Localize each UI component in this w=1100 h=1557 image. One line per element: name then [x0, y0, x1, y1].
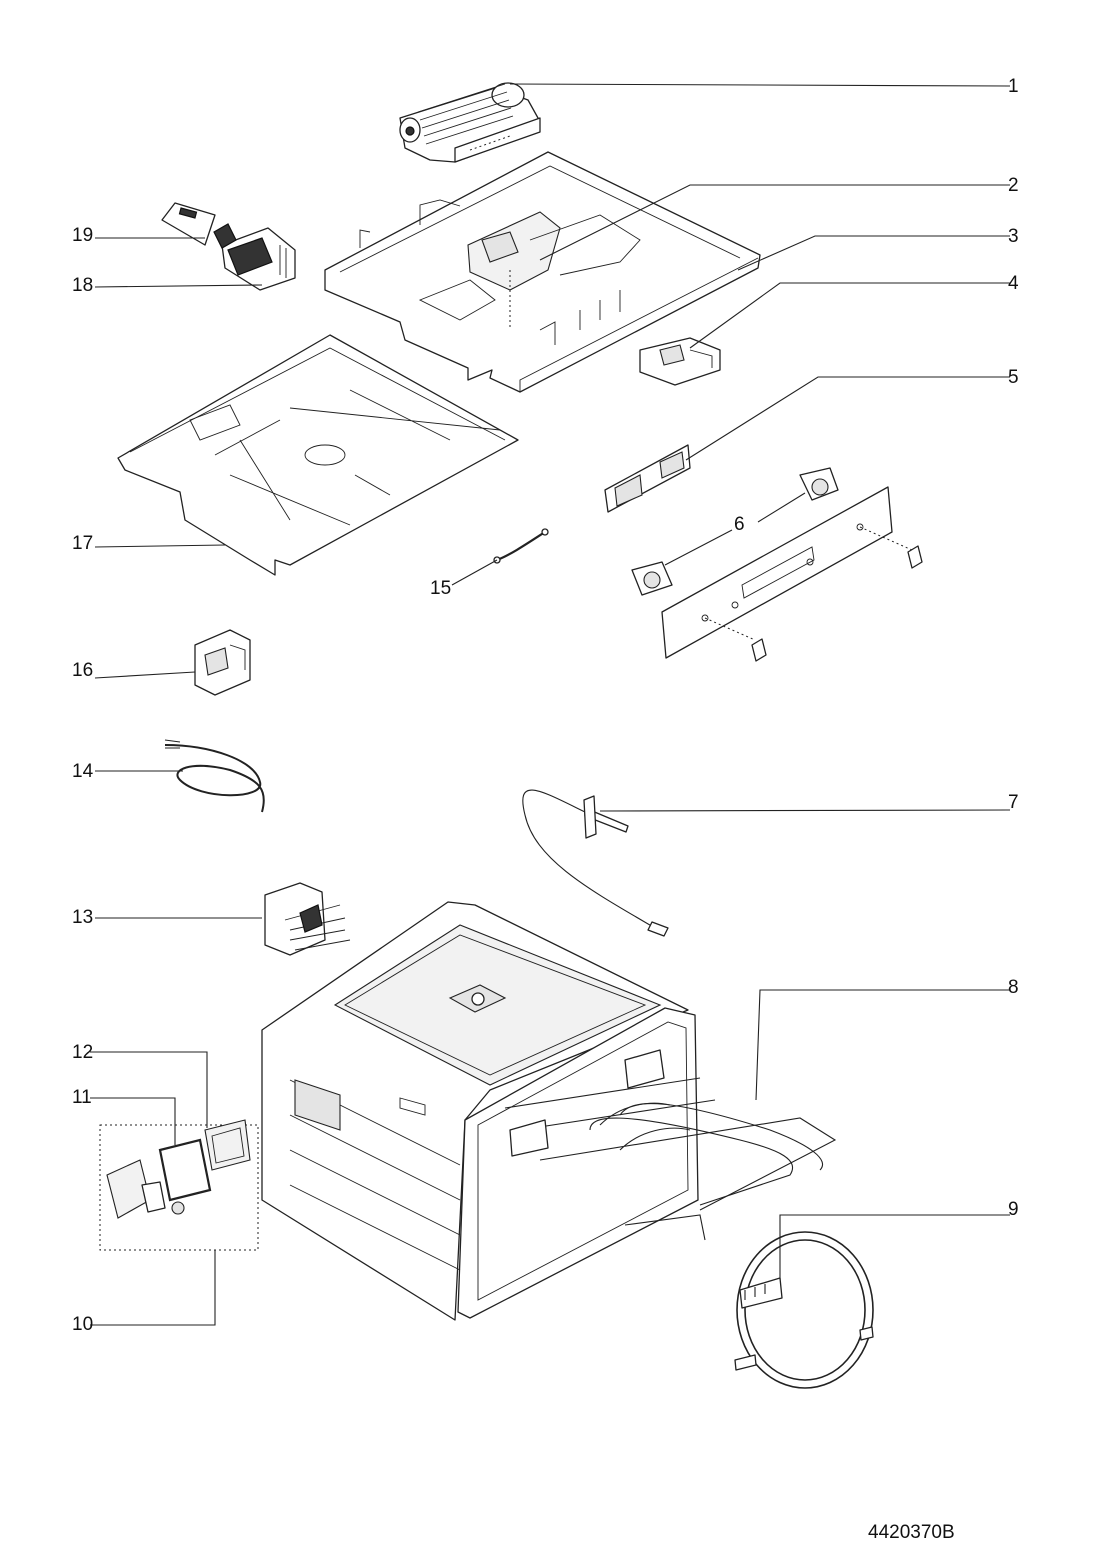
part-7-temperature-probe	[522, 789, 669, 937]
callout-17: 17	[72, 533, 93, 554]
callout-2: 2	[1008, 175, 1019, 196]
callout-12: 12	[72, 1042, 93, 1063]
part-4-connector-module	[639, 337, 721, 386]
callout-14: 14	[72, 761, 94, 782]
leader-6b	[757, 492, 806, 523]
part-18-switch	[221, 227, 296, 291]
callout-13: 13	[72, 907, 93, 928]
leader-2	[539, 184, 1010, 261]
callout-10: 10	[72, 1314, 93, 1335]
leader-10	[90, 1250, 216, 1326]
leader-15	[451, 559, 498, 586]
leader-7	[599, 809, 1011, 812]
leader-4	[689, 282, 1010, 349]
callout-numbers: 1 2 3 4 5 6 7 8 9 10 11 12 13 14 15 16 1…	[72, 76, 1019, 1335]
leader-16	[94, 671, 196, 679]
leader-5	[685, 376, 1010, 461]
part-2-3-control-frame	[324, 151, 761, 393]
callout-7: 7	[1008, 792, 1019, 813]
part-9-ring-element	[734, 1231, 874, 1389]
leader-6a	[664, 529, 733, 566]
document-code: 4420370B	[868, 1522, 955, 1543]
callout-19: 19	[72, 225, 93, 246]
part-6-control-panel	[631, 467, 923, 662]
leader-9	[779, 1214, 1010, 1280]
leader-12	[90, 1051, 208, 1128]
part-16-terminal-block	[194, 629, 251, 696]
leader-3	[737, 235, 1010, 271]
part-1-cooling-fan	[399, 82, 541, 163]
callout-15: 15	[430, 578, 451, 599]
part-10-lamp-assembly	[99, 1119, 259, 1251]
part-13-fan-motor	[264, 882, 351, 956]
part-5-display-board	[604, 444, 691, 513]
callout-11: 11	[72, 1087, 92, 1108]
callout-6: 6	[734, 514, 745, 535]
leader-17	[94, 544, 226, 548]
leader-lines	[90, 83, 1011, 1326]
callout-8: 8	[1008, 977, 1019, 998]
part-17-top-panel	[117, 334, 519, 576]
leader-8	[755, 989, 1010, 1101]
callout-9: 9	[1008, 1199, 1019, 1220]
callout-5: 5	[1008, 367, 1019, 388]
callout-18: 18	[72, 275, 93, 296]
part-8-oven-cavity	[261, 901, 837, 1321]
callout-4: 4	[1008, 273, 1019, 294]
leader-1	[509, 83, 1011, 87]
part-14-power-cable	[164, 739, 265, 813]
callout-16: 16	[72, 660, 93, 681]
part-15-wire-link	[493, 528, 549, 564]
leader-11	[90, 1097, 176, 1145]
leader-18	[94, 284, 263, 288]
part-19-label-plate	[161, 202, 237, 249]
callout-3: 3	[1008, 226, 1019, 247]
callout-1: 1	[1008, 76, 1019, 97]
